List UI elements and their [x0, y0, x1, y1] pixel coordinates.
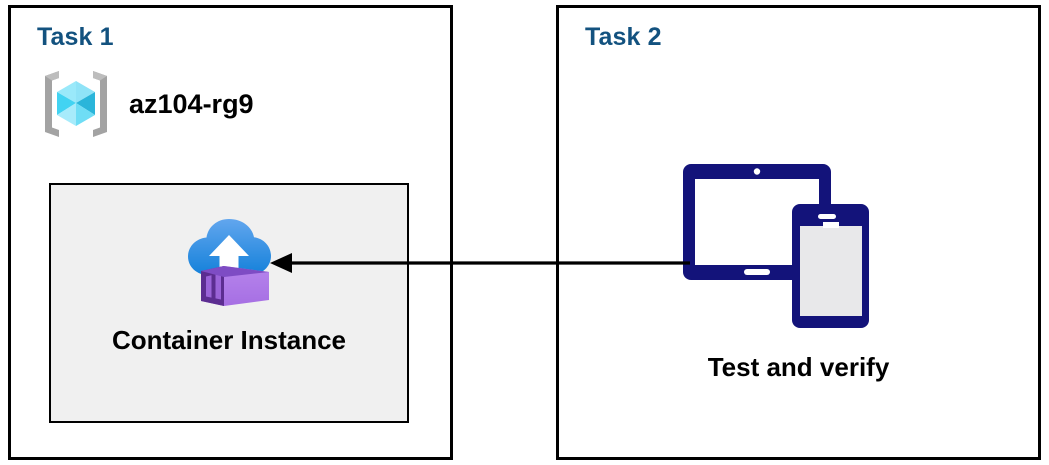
task-1-panel: Task 1 az104-rg9	[8, 5, 453, 460]
container-instance-box: Container Instance	[49, 183, 409, 423]
container-instance-label: Container Instance	[111, 325, 347, 355]
azure-container-instance-icon	[188, 219, 271, 306]
test-and-verify-label: Test and verify	[707, 352, 890, 382]
task-1-title: Task 1	[37, 23, 114, 51]
tablet-and-phone-devices-icon	[683, 164, 869, 328]
resource-group-label: az104-rg9	[129, 88, 254, 119]
azure-resource-group-icon	[45, 71, 107, 137]
test-to-container-arrow	[270, 253, 690, 273]
resource-group-row: az104-rg9	[37, 65, 254, 143]
task-2-title: Task 2	[585, 23, 662, 51]
